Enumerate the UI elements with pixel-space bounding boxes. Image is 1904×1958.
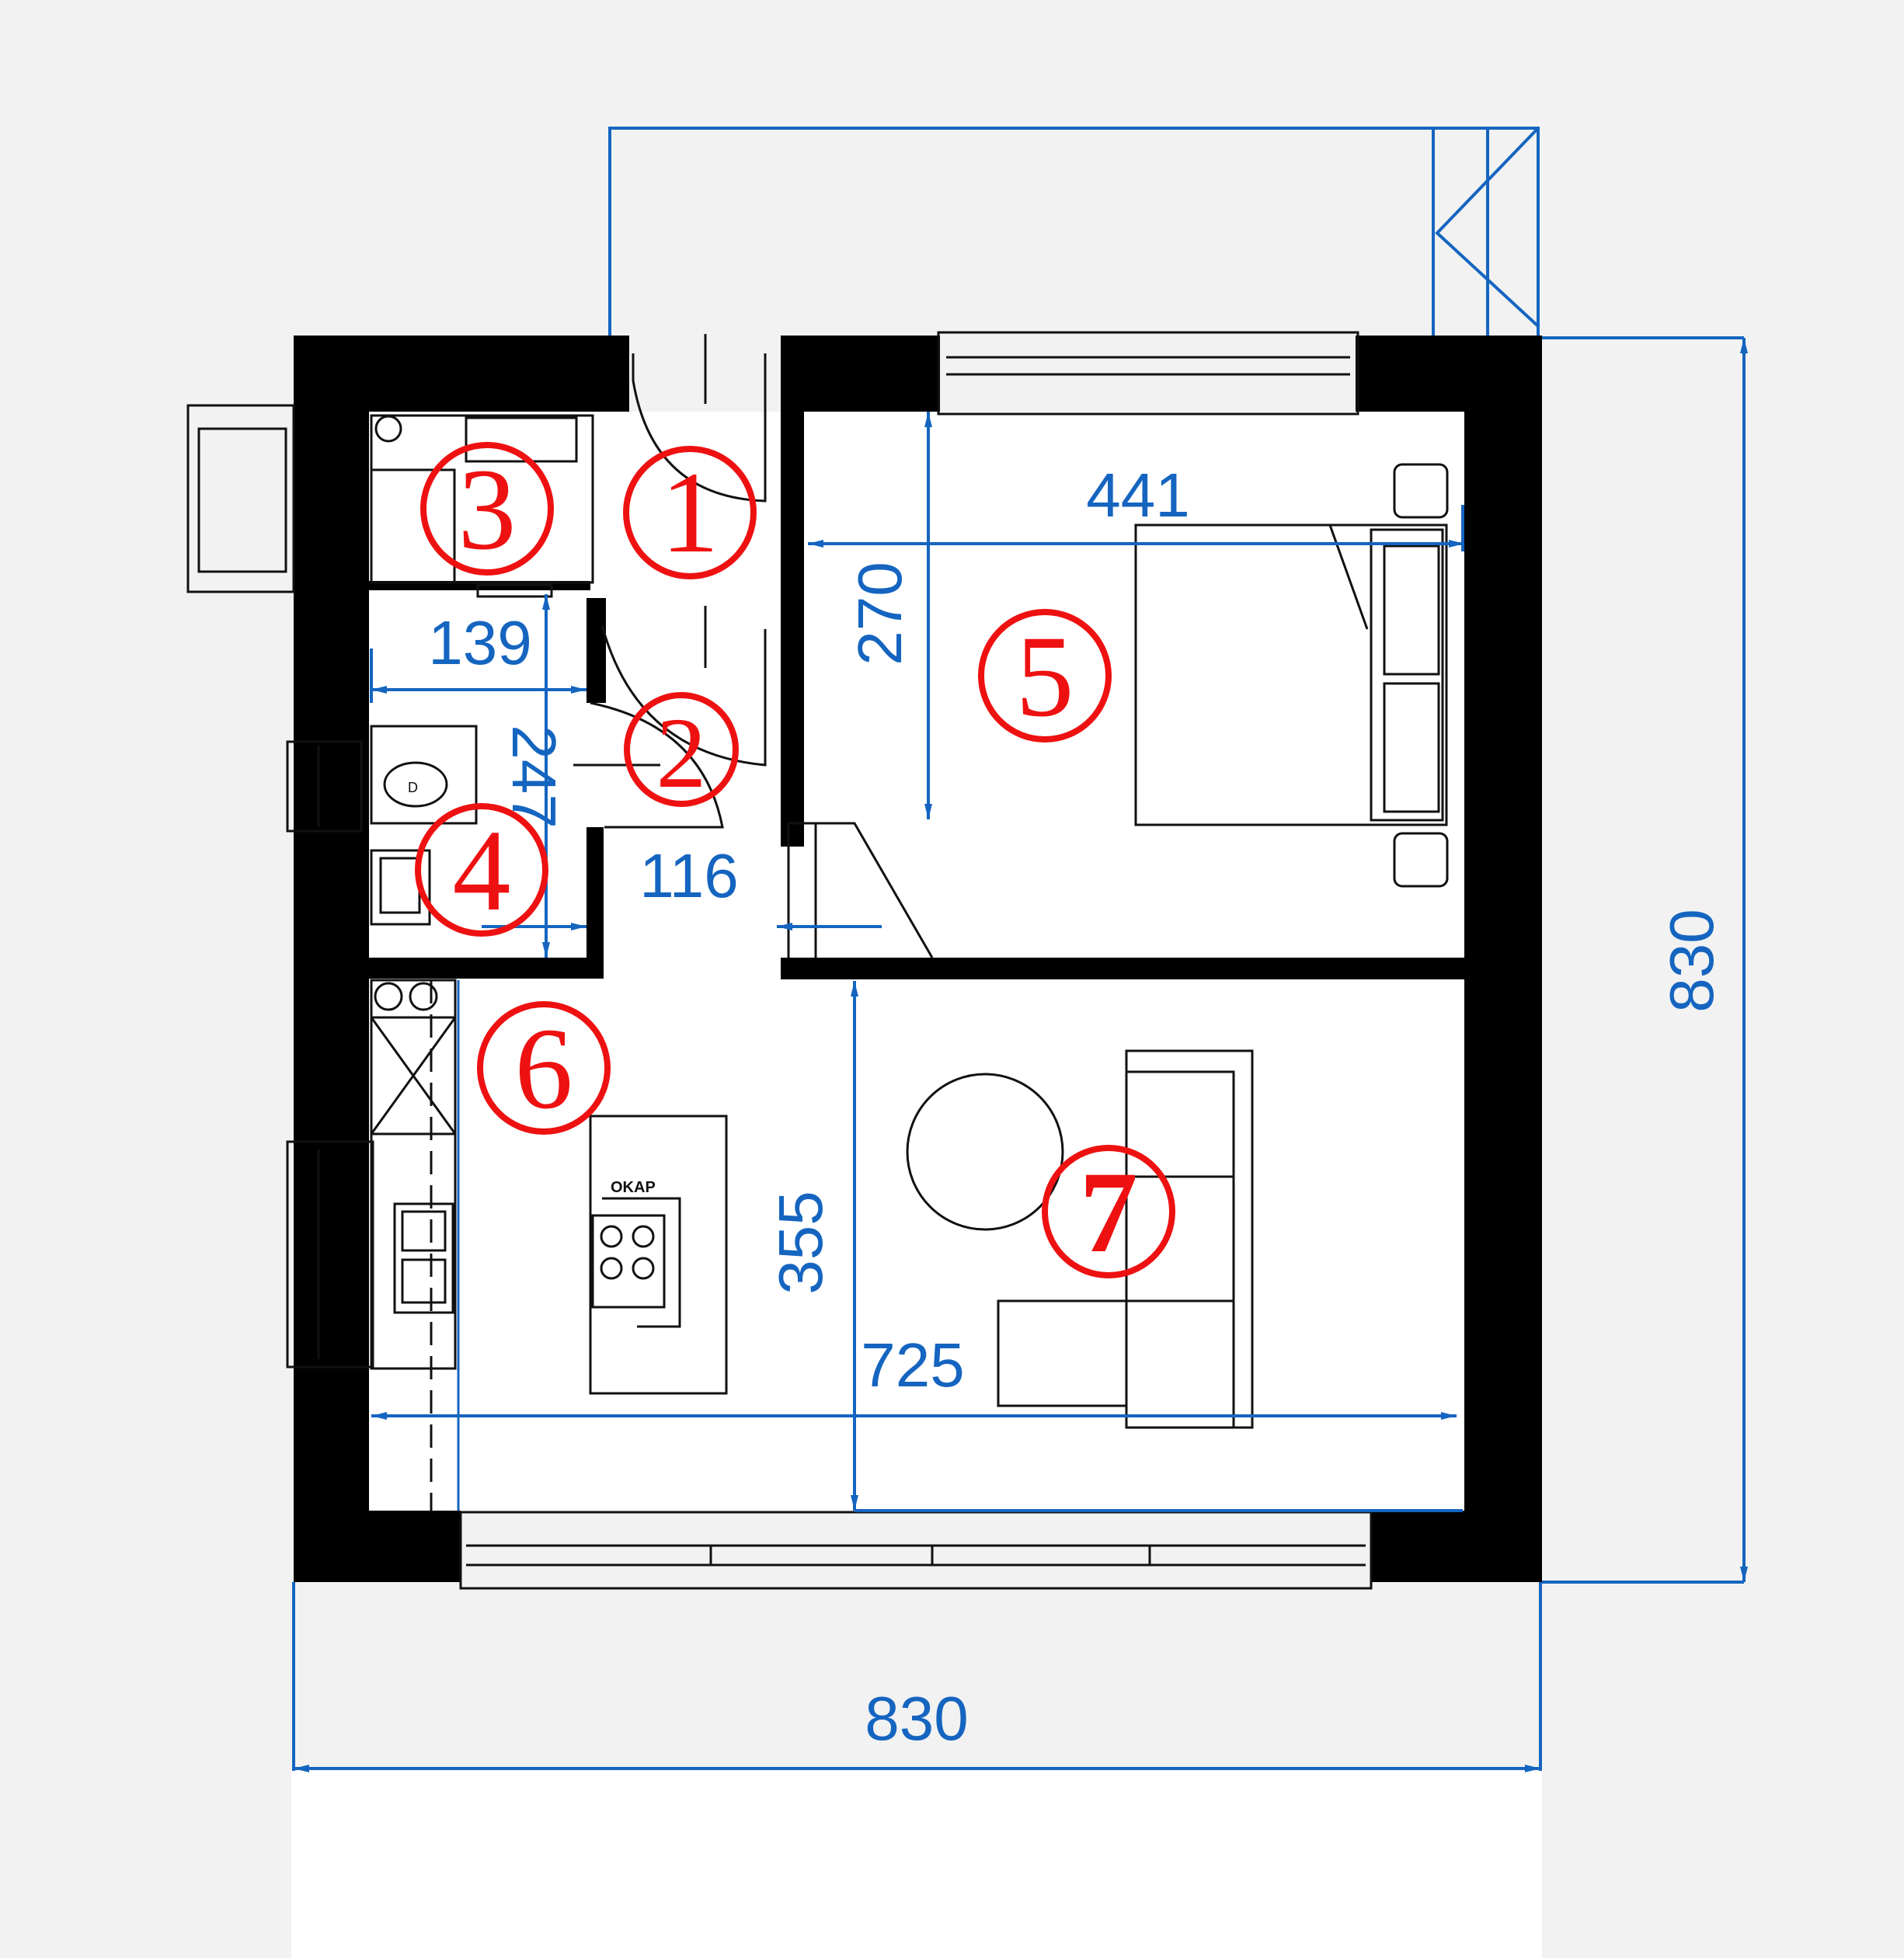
dim-bedroom-depth: 270 [845, 562, 914, 665]
sofa-chaise [997, 1299, 1128, 1407]
room-marker-2: 2 [624, 692, 739, 809]
svg-text:D: D [408, 780, 418, 795]
window-living [459, 1511, 1373, 1590]
partition-bedroom-south [781, 958, 1464, 979]
wall-north-mid [781, 336, 940, 412]
dim-living-width: 725 [861, 1330, 964, 1400]
dim-total-height: 830 [1657, 909, 1726, 1012]
room-number: 4 [453, 806, 511, 935]
closet-fixtures [370, 414, 594, 598]
window-kitchen [286, 1140, 374, 1369]
wall-north-left [294, 336, 629, 412]
bedroom-furniture [787, 463, 1449, 958]
room-number: 5 [1016, 612, 1074, 741]
dimension-lines [292, 336, 1748, 1772]
room-number: 6 [515, 1004, 573, 1133]
nightstand [1393, 832, 1449, 888]
paper-strip [291, 1771, 1542, 1958]
doors [573, 334, 767, 829]
room-markers: 1 2 3 4 5 6 7 [415, 442, 1175, 1278]
partition-bath-east [587, 827, 604, 979]
room-number: 3 [458, 445, 517, 574]
kitchen-fixtures: OKAP [370, 979, 728, 1511]
dim-living-depth: 355 [766, 1191, 835, 1294]
cooktop [591, 1214, 666, 1309]
dim-hall-width: 116 [639, 841, 739, 910]
wall-west [294, 336, 369, 1582]
dimension-labels: 441 270 139 2 4 7 116 355 725 830 830 [428, 461, 1726, 1753]
room-marker-1: 1 [623, 446, 757, 579]
door-bedroom [600, 624, 767, 767]
wall-south-left [294, 1511, 461, 1582]
dim-bathroom-width: 139 [428, 608, 531, 677]
dim-total-width: 830 [865, 1684, 968, 1753]
round-table [906, 1073, 1064, 1231]
room-number: 2 [656, 697, 707, 809]
boiler-box [186, 404, 295, 593]
room-marker-6: 6 [477, 1001, 611, 1135]
nightstand [1393, 463, 1449, 519]
room-marker-5: 5 [978, 609, 1112, 743]
wall-south-right [1371, 1511, 1542, 1582]
room-number: 7 [1080, 1148, 1138, 1277]
door-entrance [632, 353, 767, 503]
kitchen-island [589, 1115, 728, 1395]
hood-label: OKAP [611, 1179, 656, 1196]
window-bedroom [937, 331, 1359, 416]
room-number: 1 [661, 448, 719, 577]
partition-bath-south [369, 958, 604, 979]
living-furniture [906, 1049, 1254, 1429]
terrace [608, 127, 1540, 338]
window-bathroom [286, 740, 363, 833]
dim-bedroom-width: 441 [1086, 461, 1189, 530]
partition-bedroom-west [781, 412, 804, 847]
wall-east [1464, 336, 1542, 1582]
walls [294, 336, 1542, 1582]
bed [1134, 523, 1448, 826]
door-bathroom [590, 701, 724, 829]
room-marker-7: 7 [1042, 1145, 1175, 1278]
room-marker-4: 4 [415, 803, 548, 937]
room-marker-3: 3 [420, 442, 554, 576]
partition-bath-door [587, 598, 606, 703]
